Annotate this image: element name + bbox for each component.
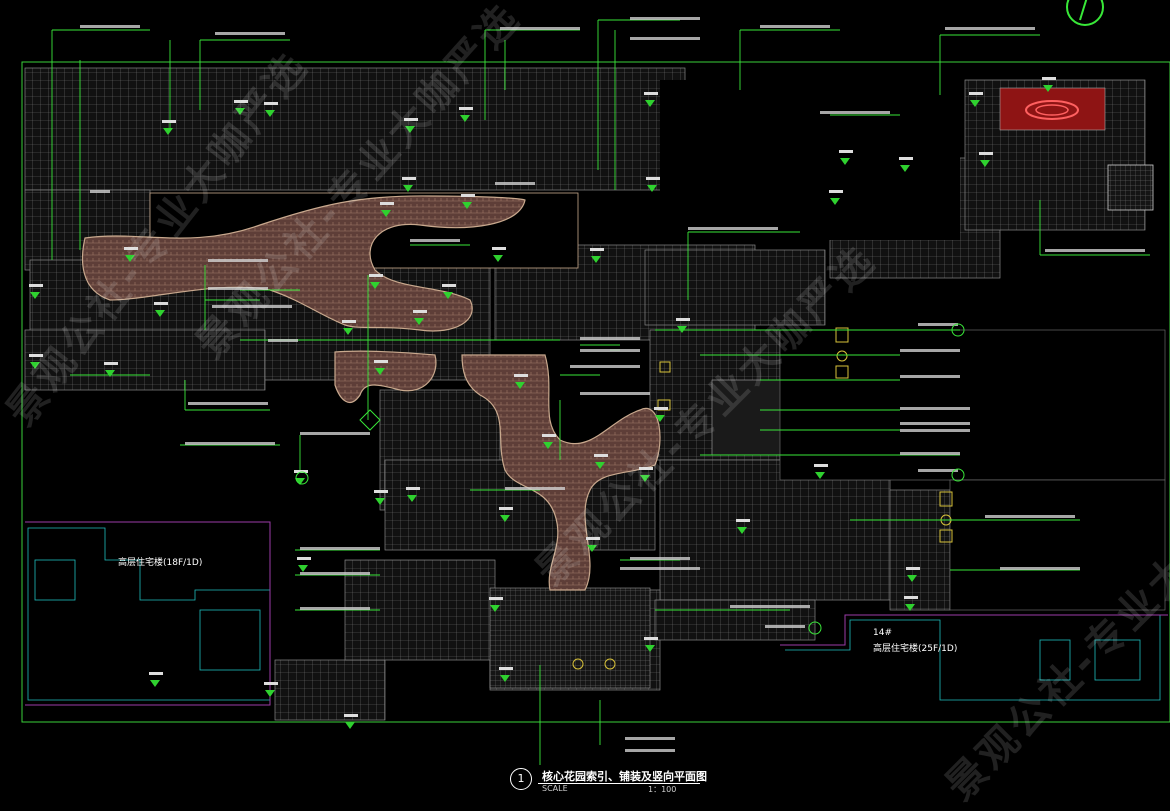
building-right — [785, 614, 1161, 701]
building-right-outline — [780, 614, 1168, 646]
elevation-marker-icon — [737, 527, 747, 534]
elevation-marker-icon — [645, 100, 655, 107]
elevation-marker-icon — [970, 100, 980, 107]
pebble-area — [711, 379, 783, 456]
elevation-marker-icon — [125, 255, 135, 262]
elevation-marker-icon — [295, 478, 305, 485]
elevation-marker-icon — [647, 185, 657, 192]
elevation-marker-icon — [414, 318, 424, 325]
north-arrow-icon — [1066, 0, 1104, 26]
drawing-title: 核心花园索引、铺装及竖向平面图 — [542, 770, 707, 783]
elevation-marker-icon — [640, 475, 650, 482]
elevation-marker-icon — [587, 545, 597, 552]
building-left — [27, 527, 271, 701]
north-east-lawn — [660, 80, 960, 240]
elevation-marker-icon — [370, 282, 380, 289]
elevation-marker-icon — [905, 604, 915, 611]
plaza-fine-paving — [489, 587, 651, 689]
elevation-marker-icon — [543, 442, 553, 449]
elevation-marker-icon — [900, 165, 910, 172]
elevation-markers — [29, 77, 1056, 729]
detail-index-markers — [295, 323, 965, 635]
building-left-outline — [25, 521, 271, 706]
elevation-marker-icon — [493, 255, 503, 262]
building-left-label: 高层住宅楼(18F/1D) — [118, 558, 203, 568]
elevation-marker-icon — [830, 198, 840, 205]
elevation-marker-icon — [907, 575, 917, 582]
south-east-lawn — [949, 479, 1166, 611]
elevation-marker-icon — [235, 108, 245, 115]
elevation-marker-icon — [645, 645, 655, 652]
elevation-marker-icon — [591, 256, 601, 263]
elevation-marker-icon — [163, 128, 173, 135]
elevation-marker-icon — [298, 565, 308, 572]
elevation-marker-icon — [30, 292, 40, 299]
scale-value: 1：100 — [648, 785, 677, 794]
scale-label: SCALE — [542, 784, 568, 793]
elevation-marker-icon — [407, 495, 417, 502]
drawing-title-block: 1 核心花园索引、铺装及竖向平面图 SCALE 1：100 — [510, 766, 707, 796]
elevation-marker-icon — [405, 126, 415, 133]
site-boundary — [21, 61, 1170, 723]
elevation-marker-icon — [677, 326, 687, 333]
building-right-tag-text: 14# — [873, 628, 892, 638]
elevation-marker-icon — [375, 498, 385, 505]
elevation-marker-icon — [150, 680, 160, 687]
elevation-marker-icon — [155, 310, 165, 317]
winding-brick-path — [81, 195, 661, 591]
elevation-marker-icon — [265, 110, 275, 117]
annotation-notes — [80, 17, 1145, 752]
drawing-number: 1 — [510, 768, 532, 790]
building-left-tag: 高层住宅楼(18F/1D) — [118, 555, 202, 568]
elevation-marker-icon — [462, 202, 472, 209]
sculpture-feature — [999, 87, 1106, 131]
elevation-marker-icon — [595, 462, 605, 469]
elevation-marker-icon — [375, 368, 385, 375]
elevation-marker-icon — [490, 605, 500, 612]
elevation-marker-icon — [265, 690, 275, 697]
building-right-label: 高层住宅楼(25F/1D) — [873, 644, 958, 654]
elevation-marker-icon — [500, 675, 510, 682]
elevation-marker-icon — [403, 185, 413, 192]
elevation-marker-icon — [655, 415, 665, 422]
east-lawn — [779, 329, 1166, 481]
elevation-marker-icon — [345, 722, 355, 729]
elevation-marker-icon — [980, 160, 990, 167]
elevation-marker-icon — [515, 382, 525, 389]
elevation-marker-icon — [105, 370, 115, 377]
elevation-marker-icon — [381, 210, 391, 217]
elevation-marker-icon — [443, 292, 453, 299]
elevation-marker-icon — [460, 115, 470, 122]
elevation-marker-icon — [500, 515, 510, 522]
planter-box — [1107, 164, 1154, 211]
elevation-marker-icon — [343, 328, 353, 335]
elevation-marker-icon — [30, 362, 40, 369]
elevation-marker-icon — [1043, 85, 1053, 92]
title-underline — [538, 783, 700, 784]
elevation-marker-icon — [815, 472, 825, 479]
elevation-marker-icon — [840, 158, 850, 165]
